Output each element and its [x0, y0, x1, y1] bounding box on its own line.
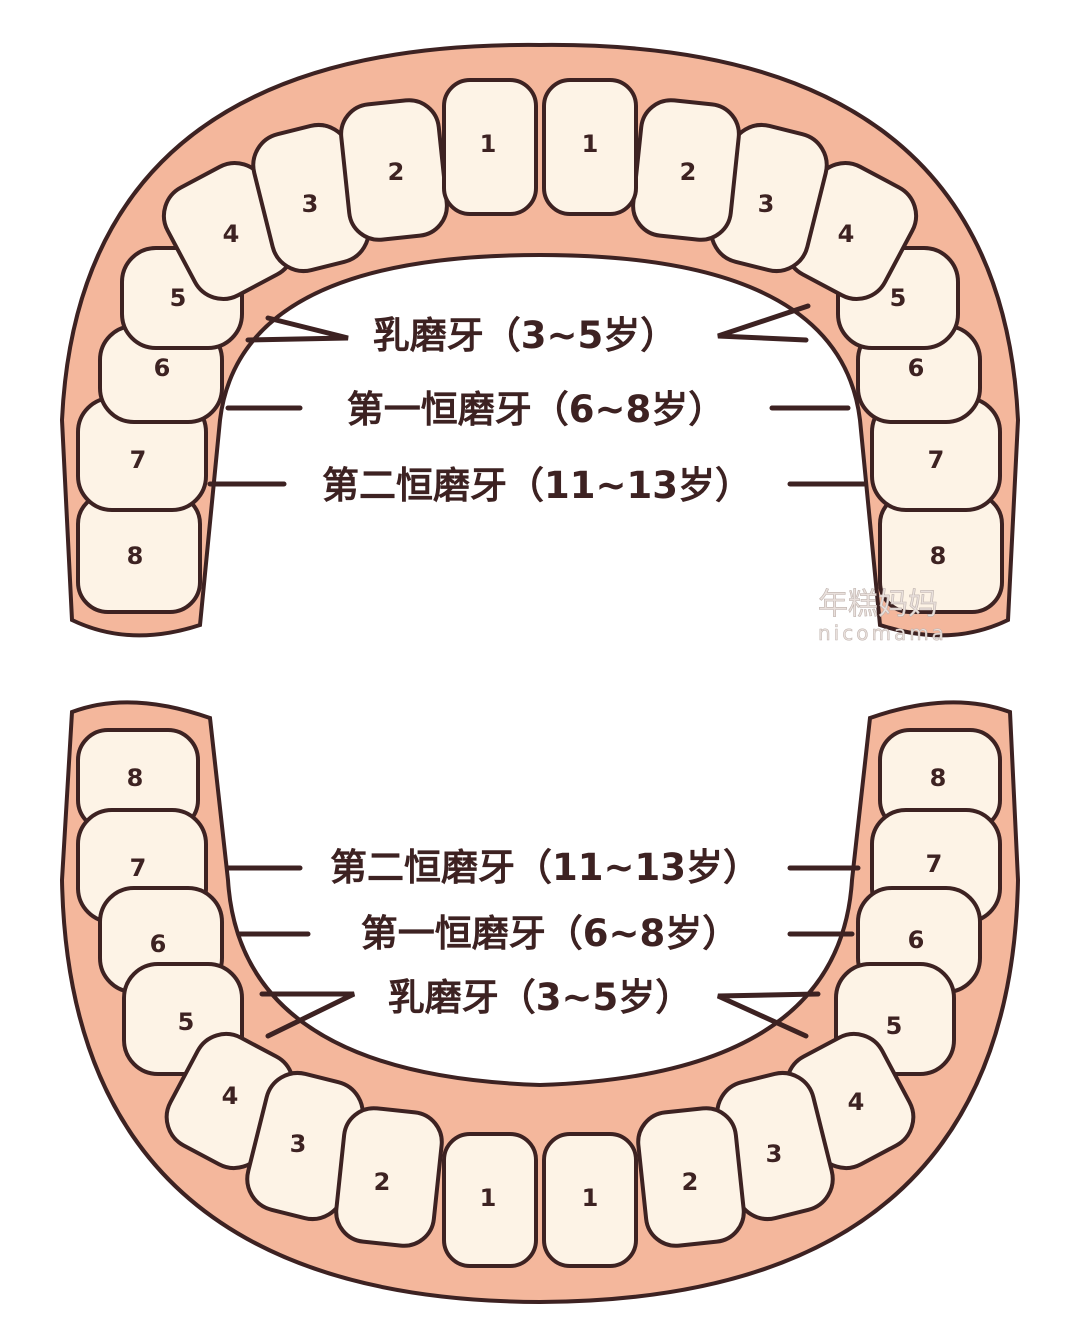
upper-right-primary-pointer: [717, 303, 811, 343]
lower-left-primary-pointer: [259, 991, 356, 1039]
upper-second-permanent-molar-label: 第二恒磨牙（11~13岁）: [322, 464, 752, 507]
upper-left-num-3: 3: [302, 190, 319, 218]
upper-primary-molar-label: 乳磨牙（3~5岁）: [373, 314, 678, 357]
lower-left-teeth: [76, 728, 538, 1268]
lower-left-num-4: 4: [222, 1082, 239, 1110]
upper-right-num-7: 7: [928, 446, 945, 474]
lower-tooth-numbers: 1 2 3 4 5 6 7 8 1 2 3 4 5 6 7 8: [127, 764, 947, 1212]
upper-right-num-6: 6: [908, 354, 925, 382]
lower-right-tooth-2: [636, 1106, 746, 1248]
lower-left-num-3: 3: [290, 1130, 307, 1158]
upper-right-num-8: 8: [930, 542, 947, 570]
lower-right-num-2: 2: [682, 1168, 699, 1196]
upper-right-num-2: 2: [680, 158, 697, 186]
upper-right-num-4: 4: [838, 220, 855, 248]
upper-left-num-5: 5: [170, 284, 187, 312]
lower-right-num-5: 5: [886, 1012, 903, 1040]
upper-left-num-1: 1: [480, 130, 497, 158]
lower-right-primary-pointer: [716, 991, 821, 1039]
upper-right-num-1: 1: [582, 130, 599, 158]
upper-tooth-numbers: 1 2 3 4 5 6 7 8 1 2 3 4 5 6 7 8: [127, 130, 947, 570]
lower-arch: 1 2 3 4 5 6 7 8 1 2 3 4 5 6 7 8: [59, 700, 1021, 1305]
lower-right-num-7: 7: [926, 850, 943, 878]
lower-first-permanent-molar-label: 第一恒磨牙（6~8岁）: [361, 912, 740, 955]
lower-pointer-lines: [225, 865, 861, 1039]
upper-left-num-8: 8: [127, 542, 144, 570]
upper-labels: 乳磨牙（3~5岁） 第一恒磨牙（6~8岁） 第二恒磨牙（11~13岁）: [322, 314, 752, 507]
upper-right-num-3: 3: [758, 190, 775, 218]
lower-left-num-6: 6: [150, 930, 167, 958]
lower-right-teeth: [542, 728, 1002, 1268]
upper-right-teeth: [542, 78, 1004, 614]
upper-left-primary-pointer: [245, 315, 349, 343]
lower-left-num-8: 8: [127, 764, 144, 792]
lower-right-num-4: 4: [848, 1088, 865, 1116]
upper-arch: 1 2 3 4 5 6 7 8 1 2 3 4 5 6 7 8: [59, 42, 1021, 638]
lower-second-permanent-molar-label: 第二恒磨牙（11~13岁）: [330, 846, 760, 889]
lower-right-num-1: 1: [582, 1184, 599, 1212]
upper-right-tooth-1: [542, 78, 638, 216]
upper-left-num-6: 6: [154, 354, 171, 382]
lower-right-num-3: 3: [766, 1140, 783, 1168]
upper-first-permanent-molar-label: 第一恒磨牙（6~8岁）: [347, 388, 726, 431]
lower-right-tooth-1: [542, 1132, 638, 1268]
lower-labels: 第二恒磨牙（11~13岁） 第一恒磨牙（6~8岁） 乳磨牙（3~5岁）: [330, 846, 760, 1019]
watermark-brand: 年糕妈妈: [818, 587, 938, 622]
upper-left-tooth-1: [442, 78, 538, 216]
upper-left-num-7: 7: [130, 446, 147, 474]
upper-pointer-lines: [207, 303, 867, 487]
watermark: 年糕妈妈 nicomama: [818, 587, 947, 646]
upper-left-num-2: 2: [388, 158, 405, 186]
lower-left-num-2: 2: [374, 1168, 391, 1196]
lower-right-num-8: 8: [930, 764, 947, 792]
lower-primary-molar-label: 乳磨牙（3~5岁）: [388, 976, 693, 1019]
upper-right-num-5: 5: [890, 284, 907, 312]
lower-left-num-5: 5: [178, 1008, 195, 1036]
upper-left-num-4: 4: [223, 220, 240, 248]
watermark-brand-latin: nicomama: [818, 621, 947, 645]
lower-right-num-6: 6: [908, 926, 925, 954]
upper-left-teeth: [76, 78, 538, 614]
lower-left-num-7: 7: [130, 854, 147, 882]
lower-left-num-1: 1: [480, 1184, 497, 1212]
lower-left-tooth-2: [334, 1106, 444, 1248]
lower-left-tooth-1: [442, 1132, 538, 1268]
